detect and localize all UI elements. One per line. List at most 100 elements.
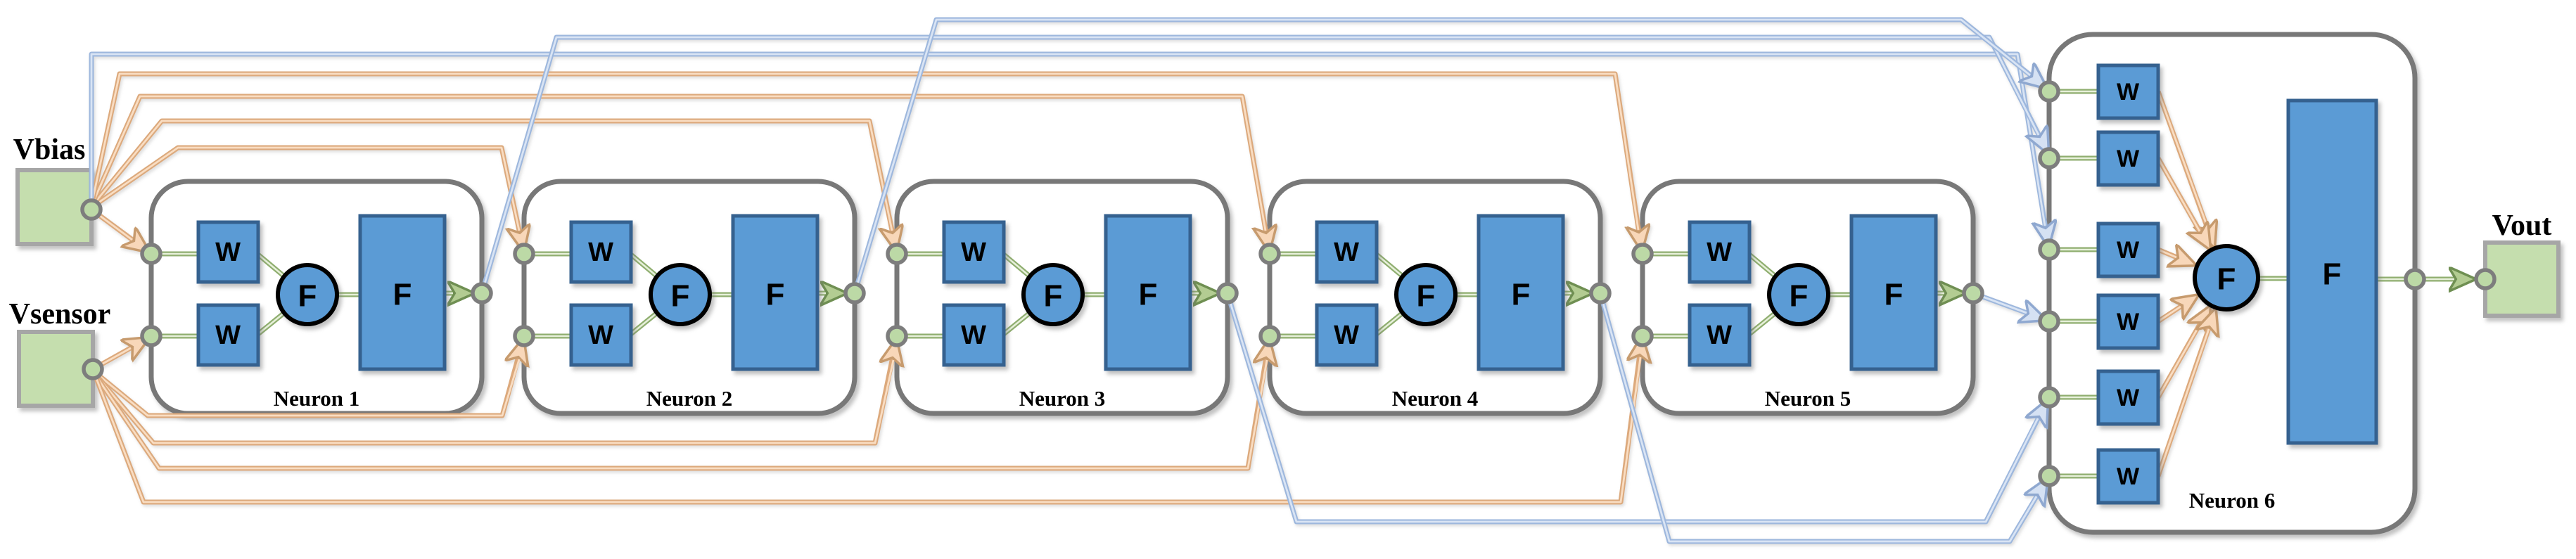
weight-block (2096, 293, 2160, 350)
neuron-6-weight-arrows (2155, 90, 2210, 477)
vsensor-port (82, 358, 104, 380)
input-port (2038, 386, 2060, 409)
vsensor-node (17, 330, 95, 408)
weight-label: W (1707, 238, 1732, 267)
sum-circle (1767, 263, 1830, 326)
wire-neuron2-to-neuron6 (852, 17, 2032, 295)
vbias-label: Vbias (13, 134, 86, 166)
input-port (2038, 465, 2060, 487)
input-port (2038, 238, 2060, 261)
layer-routes (89, 17, 2210, 544)
wire-vbias-to-neuron3 (89, 118, 893, 233)
sum-label: F (1044, 279, 1063, 314)
neuron-2-label: Neuron 2 (646, 386, 733, 411)
activation-label: F (393, 278, 412, 312)
layer-blocks: W W F F W W F F W W F F W W F F W (196, 63, 2378, 505)
wire-neuron4-to-neuron6 (1598, 293, 2038, 544)
input-port (140, 325, 162, 347)
weight-block (569, 303, 633, 367)
weight-block (196, 303, 260, 367)
input-port (1258, 243, 1281, 265)
weight-block (942, 303, 1006, 367)
weight-block (196, 220, 260, 284)
output-port (1962, 282, 1984, 304)
activation-block (2286, 98, 2378, 445)
weight-label: W (588, 321, 613, 350)
output-port (2404, 268, 2426, 290)
activation-label: F (1139, 278, 1158, 312)
input-port (1631, 325, 1654, 347)
vout-port (2474, 268, 2497, 290)
weight-label: W (215, 238, 241, 267)
sum-label: F (1790, 279, 1809, 314)
output-port (843, 282, 866, 304)
vout-node (2483, 240, 2561, 318)
sum-label: F (1417, 279, 1436, 314)
neuron-3-label: Neuron 3 (1019, 386, 1106, 411)
activation-label: F (1512, 278, 1531, 312)
vsensor-label: Vsensor (9, 298, 111, 330)
weight-label: W (2117, 146, 2140, 172)
weight-block (1315, 220, 1379, 284)
sum-circle (1021, 263, 1085, 326)
input-port (1631, 243, 1654, 265)
weight-label: W (2117, 385, 2140, 411)
input-port (513, 325, 535, 347)
weight-block (1688, 303, 1752, 367)
activation-block (1477, 214, 1565, 371)
sum-circle (276, 263, 339, 326)
output-port (1589, 282, 1612, 304)
weight-label: W (961, 321, 986, 350)
activation-label: F (2323, 257, 2342, 292)
wire-vsensor-to-neuron4 (92, 357, 1267, 471)
weight-block (1315, 303, 1379, 367)
output-port (1216, 282, 1239, 304)
input-port (886, 325, 908, 347)
weight-label: W (1334, 321, 1359, 350)
input-port (886, 243, 908, 265)
input-port (2038, 147, 2060, 169)
vbias-node (15, 168, 94, 246)
weight-label: W (588, 238, 613, 267)
sum-circle (2193, 244, 2260, 311)
weight-label: W (2117, 309, 2140, 335)
wire-vsensor-to-neuron2 (91, 356, 519, 418)
wire-neuron1-to-neuron6 (479, 34, 2040, 294)
weight-block (2096, 130, 2160, 187)
activation-label: F (766, 278, 785, 312)
weight-block (2096, 221, 2160, 278)
sum-label: F (671, 279, 690, 314)
sum-label: F (298, 279, 317, 314)
weight-label: W (1334, 238, 1359, 267)
neuron-6-label: Neuron 6 (2189, 488, 2276, 513)
weight-label: W (215, 321, 241, 350)
input-port (140, 243, 162, 265)
weight-block (942, 220, 1006, 284)
weight-label: W (2117, 79, 2140, 105)
weight-label: W (961, 238, 986, 267)
activation-block (1849, 214, 1938, 371)
activation-block (731, 214, 820, 371)
activation-label: F (1885, 278, 1904, 312)
weight-label: W (2117, 463, 2140, 490)
neuron-4-label: Neuron 4 (1392, 386, 1479, 411)
weight-label: W (1707, 321, 1732, 350)
activation-block (358, 214, 447, 371)
wire-vbias-to-neuron4 (89, 94, 1266, 233)
weight-block (1688, 220, 1752, 284)
input-port (2038, 80, 2060, 103)
sum-circle (1394, 263, 1458, 326)
neuron-1-label: Neuron 1 (274, 386, 360, 411)
weight-block (2096, 369, 2160, 426)
weight-label: W (2117, 237, 2140, 264)
wire-vbias-to-neuron5 (89, 71, 1639, 233)
wire-vsensor-to-neuron5 (92, 354, 1640, 505)
layer-ports (80, 80, 2497, 487)
activation-block (1104, 214, 1192, 371)
input-port (2038, 310, 2060, 333)
weight-block (2096, 448, 2160, 505)
sum-circle (649, 263, 712, 326)
sum-label: F (2217, 262, 2236, 297)
